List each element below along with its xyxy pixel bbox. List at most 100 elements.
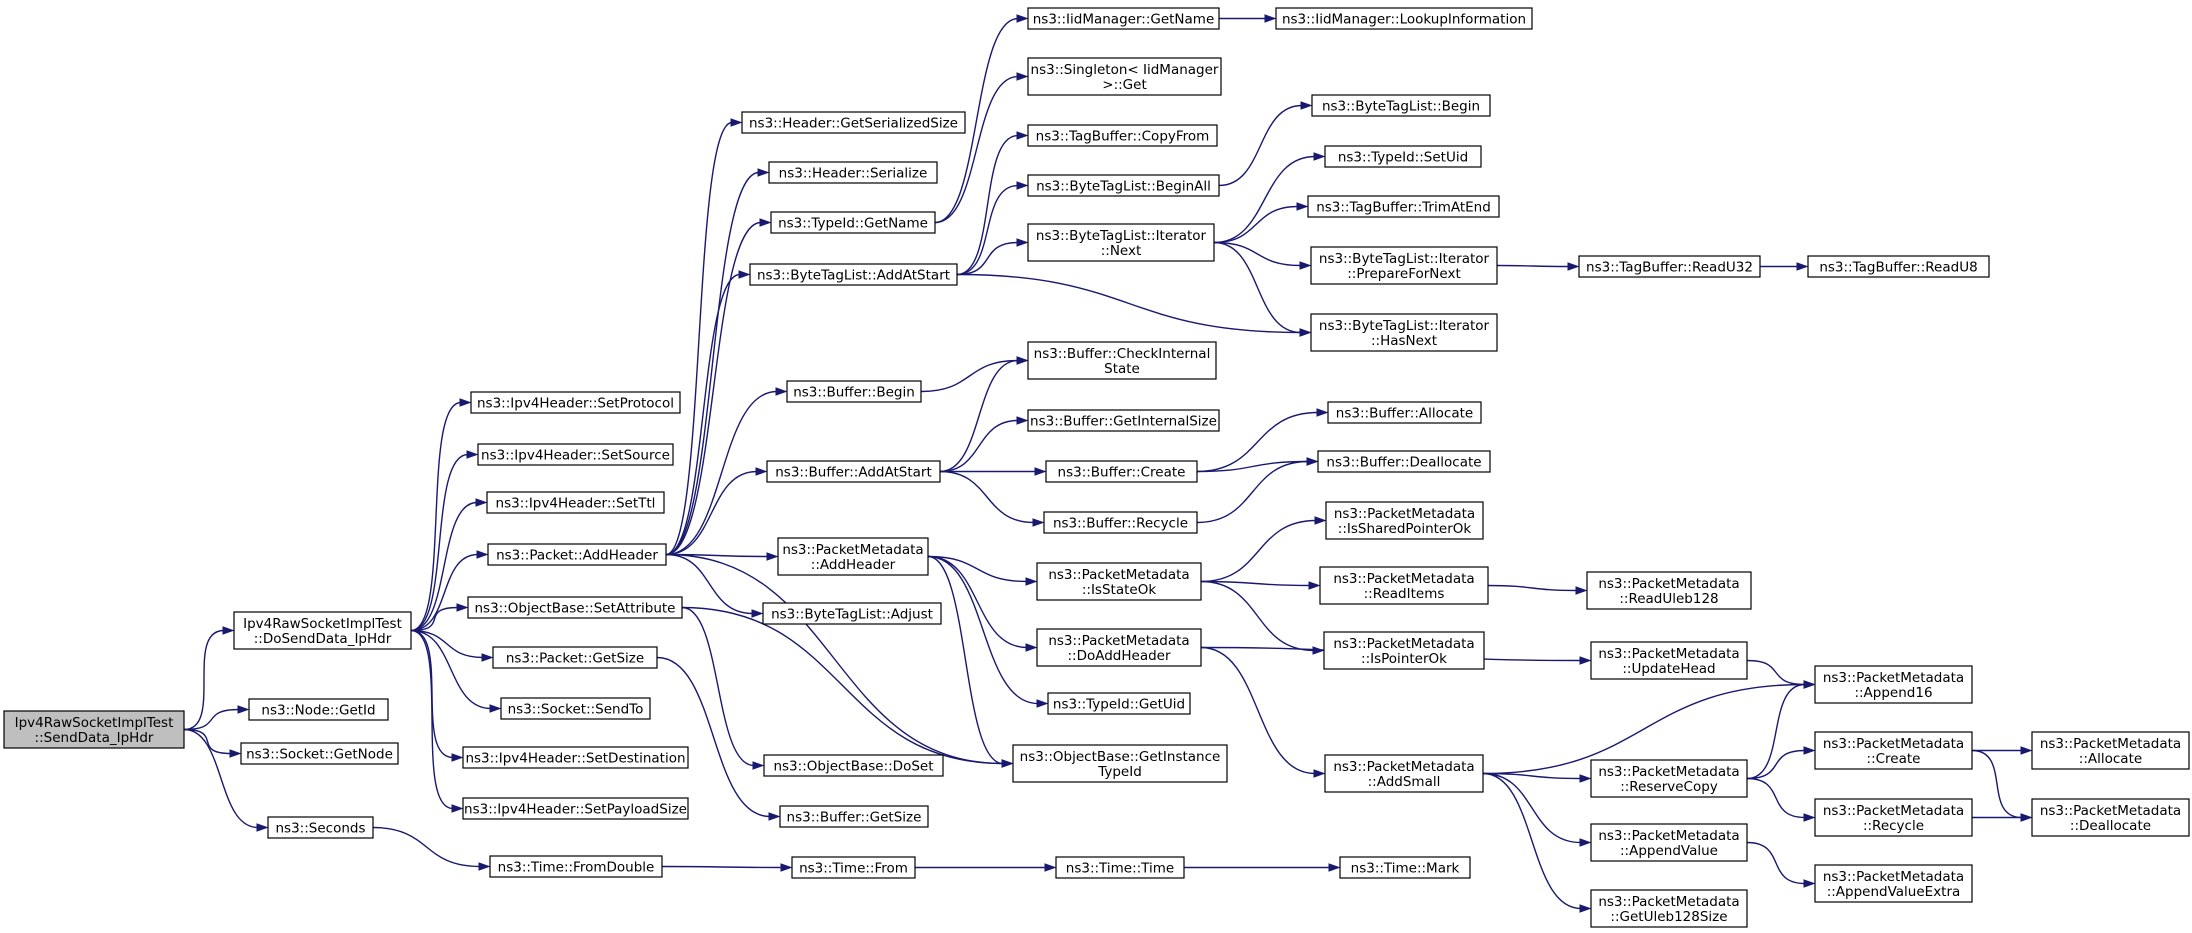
node-buf-deallocate[interactable]: ns3::Buffer::Deallocate — [1317, 450, 1491, 473]
node-pm-deallocate[interactable]: ns3::PacketMetadata::Deallocate — [2031, 798, 2190, 837]
node-packet-get-size[interactable]: ns3::Packet::GetSize — [492, 646, 658, 669]
node-pm-append16[interactable]: ns3::PacketMetadata::Append16 — [1814, 665, 1973, 704]
arrowhead-seconds — [256, 823, 269, 832]
call-edge-root-to-seconds — [183, 728, 259, 829]
node-buf-get-internal-size[interactable]: ns3::Buffer::GetInternalSize — [1027, 409, 1220, 432]
node-buf-create[interactable]: ns3::Buffer::Create — [1045, 460, 1198, 483]
call-edge-root-to-socket-get-node — [183, 728, 232, 755]
node-pm-is-shared-ptr-ok[interactable]: ns3::PacketMetadata::IsSharedPointerOk — [1325, 501, 1484, 540]
node-tag-buf-read-u32[interactable]: ns3::TagBuffer::ReadU32 — [1578, 255, 1761, 278]
node-tag-buf-copy-from[interactable]: ns3::TagBuffer::CopyFrom — [1027, 124, 1218, 147]
node-pm-read-items[interactable]: ns3::PacketMetadata::ReadItems — [1319, 566, 1489, 605]
node-box — [1578, 255, 1761, 278]
node-label: ns3::ByteTagList::Iterator — [1036, 228, 1207, 244]
node-box — [1590, 641, 1748, 680]
node-btl-iter-next[interactable]: ns3::ByteTagList::Iterator::Next — [1027, 223, 1215, 262]
node-pm-create[interactable]: ns3::PacketMetadata::Create — [1814, 731, 1973, 770]
node-buf-allocate[interactable]: ns3::Buffer::Allocate — [1327, 401, 1482, 424]
node-box — [500, 697, 651, 720]
node-type-id-set-uid[interactable]: ns3::TypeId::SetUid — [1324, 145, 1482, 168]
node-box — [1036, 628, 1202, 667]
node-btl-add-at-start[interactable]: ns3::ByteTagList::AddAtStart — [749, 263, 958, 286]
arrowhead-buf-create — [1034, 467, 1047, 476]
node-pm-get-uleb128-size[interactable]: ns3::PacketMetadata::GetUleb128Size — [1590, 889, 1748, 928]
node-label: ns3::Header::Serialize — [779, 166, 928, 182]
call-edge-packet-add-header-to-buffer-add-at-start — [665, 470, 758, 556]
node-time-from-double[interactable]: ns3::Time::FromDouble — [489, 855, 663, 878]
node-pm-append-value-extra[interactable]: ns3::PacketMetadata::AppendValueExtra — [1814, 864, 1973, 903]
node-time-time[interactable]: ns3::Time::Time — [1055, 856, 1185, 879]
node-iid-get-name[interactable]: ns3::IidManager::GetName — [1027, 7, 1220, 30]
node-pm-is-state-ok[interactable]: ns3::PacketMetadata::IsStateOk — [1036, 562, 1202, 601]
node-set-destination[interactable]: ns3::Ipv4Header::SetDestination — [462, 746, 689, 769]
node-btl-iter-prepare[interactable]: ns3::ByteTagList::Iterator::PrepareForNe… — [1310, 246, 1498, 285]
node-set-protocol[interactable]: ns3::Ipv4Header::SetProtocol — [470, 391, 681, 414]
node-pm-is-pointer-ok[interactable]: ns3::PacketMetadata::IsPointerOk — [1323, 631, 1485, 670]
node-header-get-ser-size[interactable]: ns3::Header::GetSerializedSize — [741, 111, 966, 134]
node-pm-add-header[interactable]: ns3::PacketMetadata::AddHeader — [777, 537, 929, 576]
node-pm-read-uleb128[interactable]: ns3::PacketMetadata::ReadUleb128 — [1586, 571, 1752, 610]
call-edge-seconds-to-time-from-double — [372, 826, 481, 868]
call-edge-pm-reserve-copy-to-pm-append16 — [1746, 683, 1806, 780]
arrowhead-packet-add-header — [476, 550, 489, 559]
node-pm-update-head[interactable]: ns3::PacketMetadata::UpdateHead — [1590, 641, 1748, 680]
arrowhead-pm-recycle — [1803, 813, 1816, 822]
node-socket-send-to[interactable]: ns3::Socket::SendTo — [500, 697, 651, 720]
node-pm-reserve-copy[interactable]: ns3::PacketMetadata::ReserveCopy — [1590, 759, 1748, 798]
node-type-id-get-name[interactable]: ns3::TypeId::GetName — [770, 211, 936, 234]
node-type-id-get-uid[interactable]: ns3::TypeId::GetUid — [1047, 692, 1191, 715]
node-set-source[interactable]: ns3::Ipv4Header::SetSource — [477, 443, 674, 466]
arrowhead-pm-update-head — [1579, 656, 1592, 665]
node-label: ::DoSendData_IpHdr — [254, 631, 392, 647]
node-header-serialize[interactable]: ns3::Header::Serialize — [768, 161, 938, 184]
node-box — [1317, 450, 1491, 473]
node-do-send[interactable]: Ipv4RawSocketImplTest::DoSendData_IpHdr — [233, 611, 412, 650]
node-tag-buf-read-u8[interactable]: ns3::TagBuffer::ReadU8 — [1807, 255, 1990, 278]
node-packet-add-header[interactable]: ns3::Packet::AddHeader — [487, 543, 667, 566]
node-label: ns3::Seconds — [276, 821, 366, 837]
node-singleton-get[interactable]: ns3::Singleton< IidManager>::Get — [1027, 57, 1222, 96]
node-obj-do-set[interactable]: ns3::ObjectBase::DoSet — [763, 754, 944, 777]
arrowhead-pm-do-add-header — [1025, 643, 1038, 652]
node-label: ns3::PacketMetadata — [1598, 764, 1739, 780]
node-set-payload-size[interactable]: ns3::Ipv4Header::SetPayloadSize — [462, 797, 689, 820]
node-buffer-add-at-start[interactable]: ns3::Buffer::AddAtStart — [766, 460, 941, 483]
node-root[interactable]: Ipv4RawSocketImplTest::SendData_IpHdr — [3, 710, 185, 749]
node-time-from[interactable]: ns3::Time::From — [791, 856, 916, 879]
node-btl-begin[interactable]: ns3::ByteTagList::Begin — [1311, 94, 1491, 117]
node-node-get-id[interactable]: ns3::Node::GetId — [248, 698, 389, 721]
node-pm-allocate[interactable]: ns3::PacketMetadata::Allocate — [2031, 731, 2190, 770]
node-label: ::AppendValue — [1620, 843, 1718, 859]
node-pm-recycle[interactable]: ns3::PacketMetadata::Recycle — [1814, 798, 1973, 837]
call-edge-root-to-do-send — [183, 629, 225, 731]
node-pm-append-value[interactable]: ns3::PacketMetadata::AppendValue — [1590, 823, 1748, 862]
node-buf-recycle[interactable]: ns3::Buffer::Recycle — [1043, 511, 1198, 534]
node-set-ttl[interactable]: ns3::Ipv4Header::SetTtl — [486, 491, 665, 514]
node-buffer-get-size[interactable]: ns3::Buffer::GetSize — [779, 805, 929, 828]
node-obj-set-attribute[interactable]: ns3::ObjectBase::SetAttribute — [467, 596, 683, 619]
arrowhead-buf-get-internal-size — [1016, 416, 1029, 425]
node-box — [267, 816, 374, 839]
node-label: ns3::PacketMetadata — [1333, 759, 1474, 775]
node-btl-begin-all[interactable]: ns3::ByteTagList::BeginAll — [1027, 174, 1220, 197]
node-box — [770, 211, 936, 234]
node-box — [1055, 856, 1185, 879]
node-pm-do-add-header[interactable]: ns3::PacketMetadata::DoAddHeader — [1036, 628, 1202, 667]
node-seconds[interactable]: ns3::Seconds — [267, 816, 374, 839]
call-edge-pm-is-state-ok-to-pm-read-items — [1200, 580, 1311, 587]
node-time-mark[interactable]: ns3::Time::Mark — [1339, 856, 1471, 879]
node-btl-adjust[interactable]: ns3::ByteTagList::Adjust — [762, 602, 942, 625]
node-label: ::AppendValueExtra — [1827, 884, 1961, 900]
arrowhead-pm-is-shared-ptr-ok — [1314, 516, 1327, 525]
node-pm-add-small[interactable]: ns3::PacketMetadata::AddSmall — [1324, 754, 1484, 793]
node-box — [1310, 313, 1498, 352]
node-iid-lookup-info[interactable]: ns3::IidManager::LookupInformation — [1275, 7, 1533, 30]
arrowhead-set-ttl — [475, 498, 488, 507]
node-box — [462, 797, 689, 820]
node-buffer-begin[interactable]: ns3::Buffer::Begin — [786, 380, 922, 403]
node-socket-get-node[interactable]: ns3::Socket::GetNode — [240, 742, 399, 765]
node-tag-buf-trim-at-end[interactable]: ns3::TagBuffer::TrimAtEnd — [1307, 195, 1500, 218]
node-btl-iter-has-next[interactable]: ns3::ByteTagList::Iterator::HasNext — [1310, 313, 1498, 352]
